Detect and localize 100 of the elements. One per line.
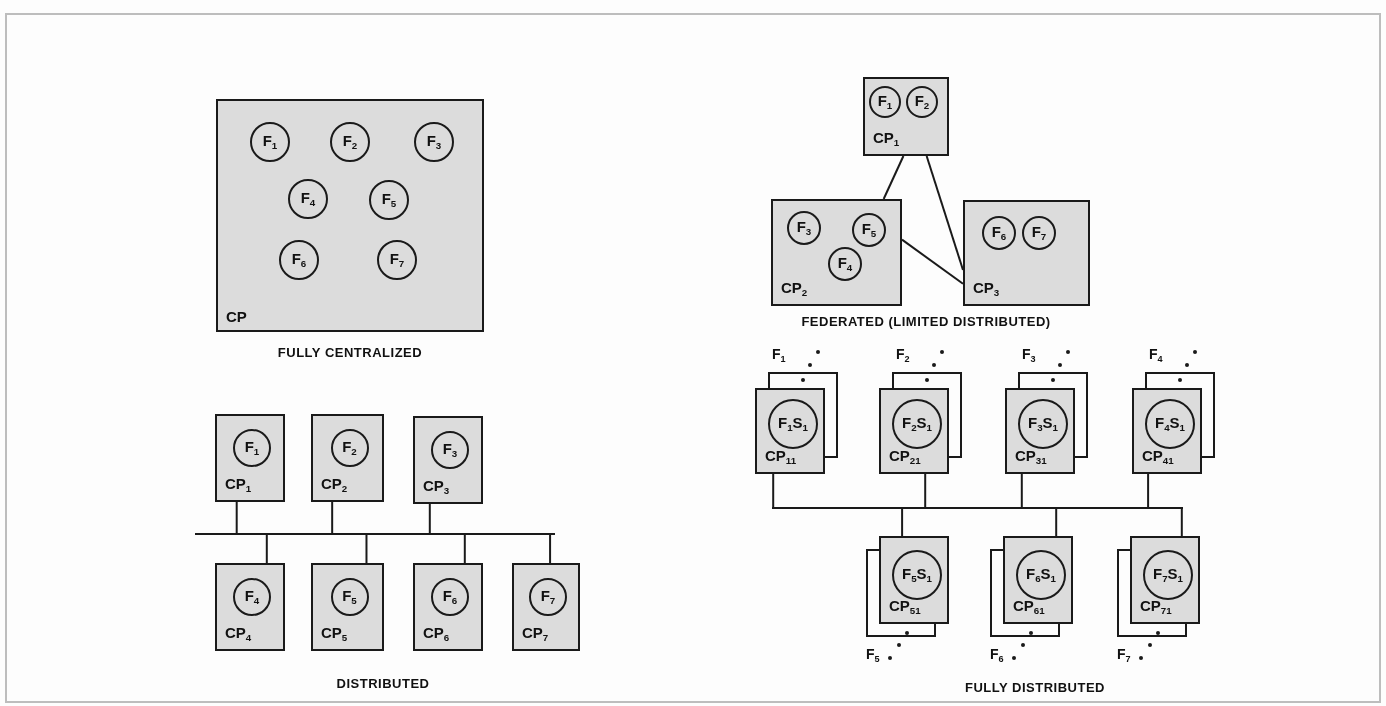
connector-line <box>1020 473 1023 508</box>
processor-box <box>1132 388 1202 474</box>
processor-box <box>413 416 483 504</box>
processor-label: CP$_{21}$ <box>889 447 921 466</box>
function-circle <box>431 431 469 469</box>
processor-label: CP$_{11}$ <box>765 447 797 466</box>
processor-label: CP$_{4}$ <box>225 624 252 643</box>
processor-box <box>879 536 949 624</box>
function-circle <box>431 578 469 616</box>
connector-line <box>265 534 268 564</box>
processor-label: CP <box>226 309 247 324</box>
connector-line <box>428 503 431 534</box>
processor-box <box>413 563 483 651</box>
function-label: F$_{2}$ <box>914 92 930 112</box>
processor-box <box>1003 536 1073 624</box>
diagram-caption: FEDERATED (LIMITED DISTRIBUTED) <box>801 314 1051 329</box>
processor-box <box>755 388 825 474</box>
function-label: F$_{2}$ <box>342 132 358 152</box>
connector-line <box>925 155 964 271</box>
connector-line <box>365 534 368 564</box>
processor-box <box>215 414 285 502</box>
function-circle <box>906 86 938 118</box>
function-circle <box>233 578 271 616</box>
stack-label: F$_{7}$ <box>1117 646 1131 665</box>
processor-label: CP$_{1}$ <box>873 129 900 148</box>
function-label: F$_{3}$ <box>796 218 812 238</box>
function-circle <box>869 86 901 118</box>
processor-label: CP$_{61}$ <box>1013 597 1045 616</box>
function-circle <box>982 216 1016 250</box>
function-label: F$_{1}$ <box>262 132 278 152</box>
diagram-caption: FULLY DISTRIBUTED <box>965 680 1105 695</box>
function-label: F$_{4}$ <box>244 587 260 607</box>
processor-label: CP$_{41}$ <box>1142 447 1174 466</box>
processor-label: CP$_{6}$ <box>423 624 450 643</box>
function-circle <box>330 122 370 162</box>
function-circle <box>892 550 942 600</box>
processor-box <box>216 99 484 332</box>
function-circle <box>288 179 328 219</box>
function-label: F$_{6}$ <box>442 587 458 607</box>
processor-box <box>1130 536 1200 624</box>
diagram-caption: FULLY CENTRALIZED <box>277 345 423 360</box>
function-label: F$_{5}$S$_{1}$ <box>901 565 933 585</box>
stack-label: F$_{6}$ <box>990 646 1004 665</box>
bus-line <box>772 507 1183 509</box>
processor-box <box>863 77 949 156</box>
function-label: F$_{7}$ <box>389 250 405 270</box>
processor-box <box>215 563 285 651</box>
connector-line <box>1055 508 1058 537</box>
processor-label: CP$_{2}$ <box>781 279 808 298</box>
function-circle <box>233 429 271 467</box>
function-circle <box>828 247 862 281</box>
function-circle <box>369 180 409 220</box>
connector-line <box>924 473 927 508</box>
processor-box <box>512 563 580 651</box>
function-circle <box>892 399 942 449</box>
function-circle <box>330 429 369 467</box>
function-label: F$_{4}$ <box>300 189 316 209</box>
function-label: F$_{7}$ <box>540 587 556 607</box>
function-circle <box>330 578 369 616</box>
processor-box <box>879 388 949 474</box>
function-label: F$_{6}$S$_{1}$ <box>1025 565 1057 585</box>
processor-box <box>963 200 1090 306</box>
function-label: F$_{7}$ <box>1031 223 1047 243</box>
connector-line <box>235 501 238 534</box>
processor-box <box>771 199 902 306</box>
processor-label: CP$_{31}$ <box>1015 447 1047 466</box>
processor-box <box>311 563 384 651</box>
processor-label: CP$_{2}$ <box>321 475 348 494</box>
function-circle <box>377 240 417 280</box>
function-label: F$_{1}$ <box>244 438 260 458</box>
processor-label: CP$_{51}$ <box>889 597 921 616</box>
connector-line <box>549 534 552 564</box>
processor-label: CP$_{1}$ <box>225 475 252 494</box>
function-circle <box>414 122 454 162</box>
processor-label: CP$_{5}$ <box>321 624 348 643</box>
processor-label: CP$_{3}$ <box>973 279 1000 298</box>
stack-label: F$_{2}$ <box>896 346 910 365</box>
connector-line <box>463 534 466 564</box>
function-label: F$_{3}$S$_{1}$ <box>1027 414 1059 434</box>
function-circle <box>250 122 290 162</box>
processor-box <box>1005 388 1075 474</box>
stack-label: F$_{1}$ <box>772 346 786 365</box>
connector-line <box>901 238 964 285</box>
function-circle <box>1016 550 1066 600</box>
function-label: F$_{1}$S$_{1}$ <box>777 414 809 434</box>
connector-line <box>772 473 775 508</box>
function-label: F$_{2}$S$_{1}$ <box>901 414 933 434</box>
function-circle <box>787 211 821 245</box>
function-label: F$_{4}$ <box>837 254 853 274</box>
function-label: F$_{2}$ <box>342 438 357 458</box>
function-label: F$_{1}$ <box>877 92 893 112</box>
stack-label: F$_{4}$ <box>1149 346 1163 365</box>
function-circle <box>852 213 886 247</box>
connector-line <box>882 155 905 200</box>
connector-line <box>1147 473 1150 508</box>
function-label: F$_{5}$ <box>861 220 877 240</box>
function-circle <box>768 399 818 449</box>
function-label: F$_{5}$ <box>381 190 397 210</box>
diagram-caption: DISTRIBUTED <box>336 676 430 691</box>
function-label: F$_{3}$ <box>442 440 458 460</box>
